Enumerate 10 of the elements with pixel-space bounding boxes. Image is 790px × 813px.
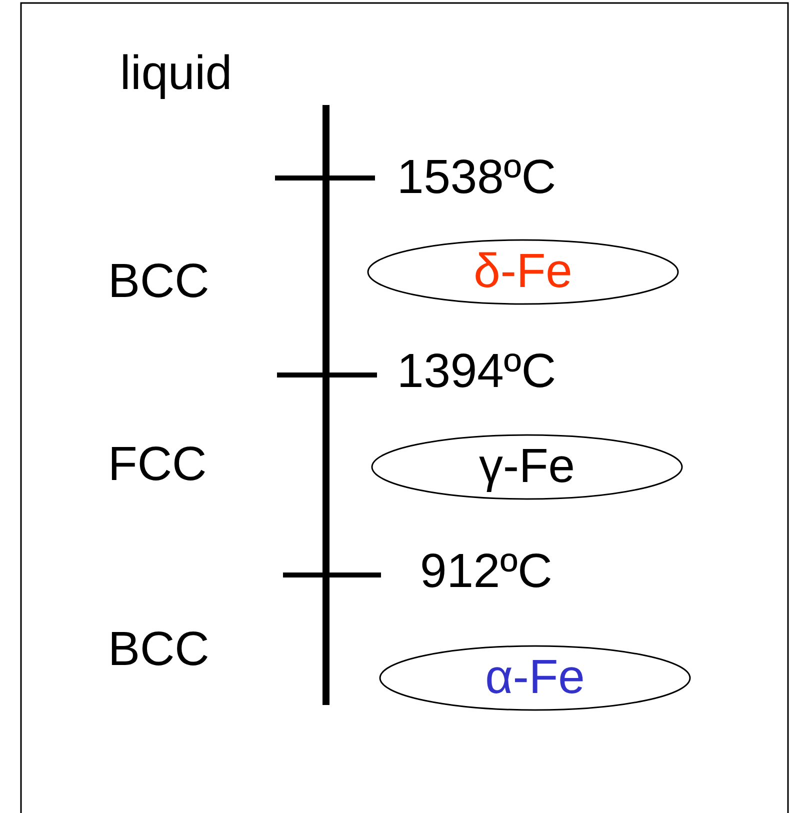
temperature-label: 912ºC <box>420 548 552 596</box>
phase-name: α-Fe <box>485 654 585 702</box>
structure-label: BCC <box>108 626 210 674</box>
phase-name: δ-Fe <box>474 248 572 296</box>
structure-label: BCC <box>108 258 210 306</box>
phase-label: liquid <box>120 50 232 98</box>
structure-label: FCC <box>108 441 207 489</box>
temperature-label: 1538ºC <box>397 154 556 202</box>
temperature-label: 1394ºC <box>397 348 556 396</box>
phase-name: γ-Fe <box>479 443 575 491</box>
